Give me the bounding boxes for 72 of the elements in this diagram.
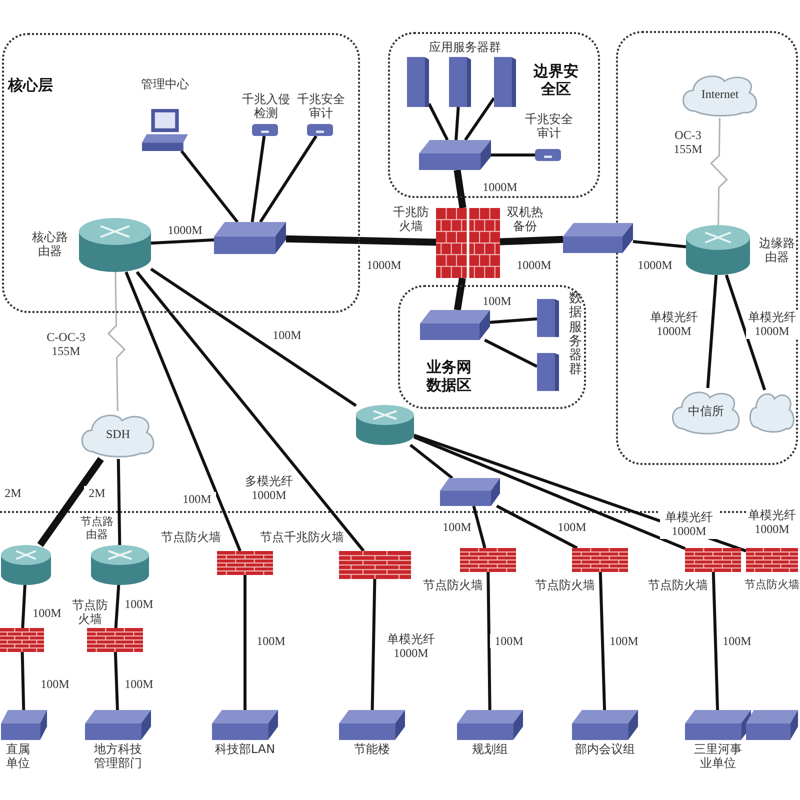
network-cable	[486, 572, 492, 710]
group-label: 数据服务器群	[569, 292, 582, 378]
zone-boundary	[398, 285, 586, 409]
network-cable	[484, 338, 538, 368]
network-cable	[409, 444, 454, 480]
device-note: 双机热备份	[506, 205, 544, 234]
zone-boundary	[388, 32, 600, 198]
network-cable	[454, 106, 460, 140]
network-cable	[712, 572, 720, 710]
device-label: 节点防火墙	[160, 530, 222, 544]
device-label: SDH	[104, 427, 131, 442]
device-label: 边缘路由器	[758, 236, 796, 265]
edge-label: 单模光纤 1000M	[660, 510, 718, 539]
device-label: 管理中心	[140, 77, 190, 92]
device-label: 千兆入侵检测	[241, 92, 291, 121]
device-label: 中信所	[687, 404, 725, 418]
network-cable	[472, 506, 486, 548]
device-label: 规划组	[471, 742, 509, 756]
device-label: 节点防火墙	[534, 578, 596, 592]
network-cable	[180, 150, 239, 223]
network-cable	[21, 584, 26, 628]
network-cable	[150, 238, 214, 245]
device-label: 核心路由器	[31, 230, 69, 259]
device-label: 千兆防火墙	[392, 205, 430, 234]
zone-title: 业务网数据区	[425, 358, 472, 394]
wan-link	[107, 272, 126, 412]
network-cable	[491, 154, 535, 156]
network-cable	[116, 458, 122, 546]
device-label: Internet	[700, 87, 740, 102]
zone-title: 核心层	[8, 76, 54, 94]
network-cable	[37, 456, 104, 548]
device-label: 节点防火墙	[71, 598, 109, 627]
zone-boundary	[2, 33, 360, 313]
zone-title: 边界安全区	[532, 62, 580, 98]
network-cable	[20, 652, 26, 710]
device-label: 千兆安全审计	[296, 92, 346, 121]
network-cable	[454, 277, 466, 311]
network-cable	[724, 274, 766, 390]
device-label: 节能楼	[353, 742, 391, 756]
network-cable	[464, 97, 496, 141]
network-cable	[370, 578, 376, 710]
device-label: 部内会议组	[574, 742, 636, 756]
network-cable	[250, 136, 266, 222]
network-cable	[114, 652, 119, 710]
network-cable	[259, 135, 318, 223]
device-label: 节点千兆防火墙	[259, 530, 345, 544]
network-cable	[490, 317, 538, 324]
group-label: 应用服务器群	[428, 40, 502, 54]
network-cable	[413, 436, 686, 550]
network-cable	[706, 274, 718, 388]
device-label: 地方科技管理部门	[93, 742, 143, 771]
network-cable	[632, 240, 686, 248]
device-label: 直属单位	[5, 742, 31, 771]
device-label: 节点防火墙	[647, 578, 709, 592]
device-label: 科技部LAN	[214, 742, 276, 756]
device-label: 节点防火墙	[744, 578, 800, 592]
network-cable	[150, 268, 357, 407]
network-cable	[500, 236, 564, 246]
network-cable	[124, 271, 242, 552]
network-cable	[496, 504, 578, 550]
edge-label: 单模光纤 1000M	[746, 310, 798, 339]
device-label: 节点防火墙	[422, 578, 484, 592]
device-label: 节点路由器	[80, 515, 114, 542]
device-label: 三里河事业单位	[693, 742, 743, 771]
wan-link	[710, 118, 728, 225]
network-cable	[114, 584, 120, 628]
network-cable	[286, 235, 436, 246]
device-label: 千兆安全审计	[524, 112, 574, 141]
network-cable	[136, 271, 365, 552]
network-cable	[244, 575, 246, 710]
network-cable	[598, 572, 606, 710]
network-cable	[428, 103, 449, 141]
